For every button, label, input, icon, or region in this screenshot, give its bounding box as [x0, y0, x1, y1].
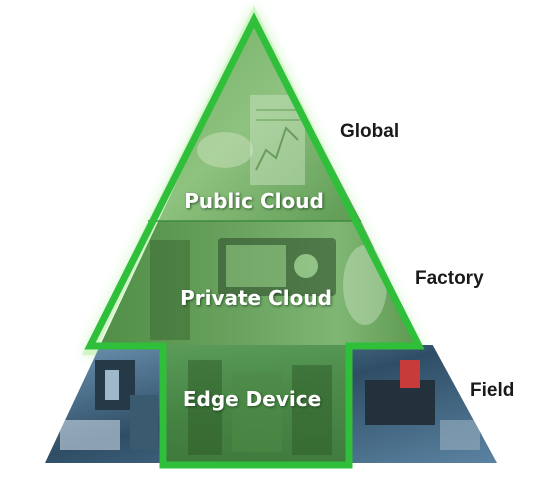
pyramid-outline — [84, 12, 425, 469]
person-silhouette — [343, 245, 387, 325]
side-label-global: Global — [340, 121, 399, 142]
field-machine-part — [130, 395, 158, 450]
field-machine-part — [105, 370, 119, 400]
control-panel-hint — [150, 238, 336, 340]
tier-label-private-cloud: Private Cloud — [180, 286, 332, 310]
tier-label-edge-device: Edge Device — [183, 387, 321, 411]
field-red-part — [400, 360, 420, 388]
hand-silhouette — [197, 132, 253, 168]
tier-label-public-cloud: Public Cloud — [184, 189, 324, 213]
field-machine-part — [60, 420, 120, 450]
edge-hardware-hint — [188, 360, 332, 455]
pyramid-background — [45, 17, 497, 463]
side-label-factory: Factory — [415, 268, 484, 289]
side-label-field: Field — [470, 380, 514, 401]
field-machine-part — [440, 420, 480, 450]
public-cloud-region — [148, 17, 361, 221]
